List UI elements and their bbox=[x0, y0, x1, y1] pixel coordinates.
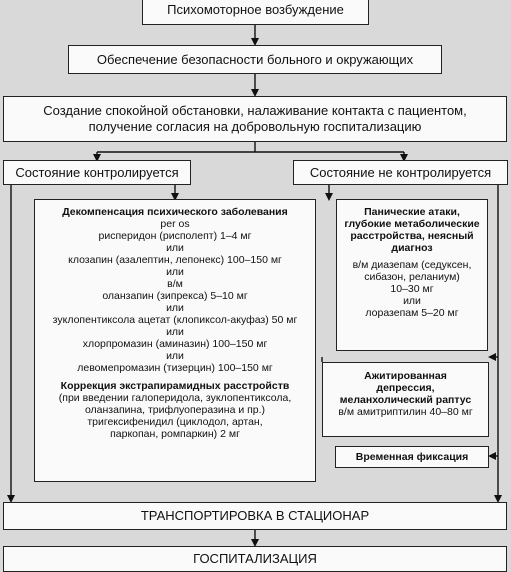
panic-attacks-panel: Панические атаки, глубокие метаболически… bbox=[336, 199, 488, 351]
drug-line: или bbox=[166, 242, 184, 254]
panic-heading-line: расстройства, неясный bbox=[350, 230, 474, 242]
correction-line: (при введении галоперидола, зуклопентикс… bbox=[58, 392, 292, 404]
drug-line: левомепромазин (тизерцин) 100–150 мг bbox=[77, 362, 273, 374]
panic-drug-line: сибазон, реланиум) bbox=[364, 271, 460, 283]
state-controlled-box: Состояние контролируется bbox=[3, 160, 191, 185]
decompensation-panel: Декомпенсация психического заболевания p… bbox=[34, 199, 316, 482]
drug-line: клозапин (азалептин, лепонекс) 100–150 м… bbox=[68, 254, 282, 266]
transport-label: ТРАНСПОРТИРОВКА В СТАЦИОНАР bbox=[140, 508, 370, 523]
depression-heading-line: меланхолический раптус bbox=[339, 394, 472, 406]
drug-line: per os bbox=[160, 218, 190, 230]
state-controlled-label: Состояние контролируется bbox=[15, 165, 179, 180]
drug-line: в/м bbox=[167, 278, 183, 290]
calm-contact-box: Создание спокойной обстановки, налаживан… bbox=[3, 96, 507, 142]
transport-box: ТРАНСПОРТИРОВКА В СТАЦИОНАР bbox=[3, 502, 507, 530]
temporary-fixation-box: Временная фиксация bbox=[335, 446, 489, 468]
panic-drug-line: 10–30 мг bbox=[390, 283, 434, 295]
drug-line: оланзапин (зипрекса) 5–10 мг bbox=[102, 290, 248, 302]
panic-drug-line: лоразепам 5–20 мг bbox=[365, 307, 459, 319]
state-not-controlled-box: Состояние не контролируется bbox=[293, 160, 508, 185]
state-not-controlled-label: Состояние не контролируется bbox=[309, 165, 492, 180]
decompensation-heading: Декомпенсация психического заболевания bbox=[62, 206, 288, 218]
drug-line: или bbox=[166, 350, 184, 362]
panic-drug-line: в/м диазепам (седуксен, bbox=[352, 259, 472, 271]
calm-contact-line-2: получение согласия на добровольную госпи… bbox=[88, 119, 422, 134]
panic-drug-line: или bbox=[403, 295, 421, 307]
safety-box: Обеспечение безопасности больного и окру… bbox=[68, 45, 442, 74]
agitated-depression-panel: Ажитированная депрессия, меланхолический… bbox=[322, 362, 489, 437]
depression-heading-line: депрессия, bbox=[376, 382, 435, 394]
correction-line: оланзапина, трифлуоперазина и пр.) bbox=[84, 404, 266, 416]
drug-line: или bbox=[166, 266, 184, 278]
correction-line: паркопан, ромпаркин) 2 мг bbox=[110, 428, 240, 440]
drug-line: рисперидон (рисполепт) 1–4 мг bbox=[98, 230, 252, 242]
drug-line: или bbox=[166, 302, 184, 314]
hospitalization-label: ГОСПИТАЛИЗАЦИЯ bbox=[193, 551, 317, 566]
psychomotor-agitation-label: Психомоторное возбуждение bbox=[167, 2, 344, 17]
depression-heading-line: Ажитированная bbox=[364, 370, 447, 382]
panic-heading-line: Панические атаки, bbox=[364, 206, 460, 218]
drug-line: хлорпромазин (аминазин) 100–150 мг bbox=[82, 338, 268, 350]
panic-heading-line: глубокие метаболические bbox=[344, 218, 480, 230]
calm-contact-line-1: Создание спокойной обстановки, налаживан… bbox=[43, 103, 467, 118]
drug-line: зуклопентиксола ацетат (клопиксол-акуфаз… bbox=[52, 314, 298, 326]
correction-line: тригексифенидил (циклодол, артан, bbox=[87, 416, 263, 428]
extrapyramidal-heading: Коррекция экстрапирамидных расстройств bbox=[60, 380, 290, 392]
panic-heading-line: диагноз bbox=[391, 242, 433, 254]
psychomotor-agitation-box: Психомоторное возбуждение bbox=[142, 0, 369, 25]
depression-drug-line: в/м амитриптилин 40–80 мг bbox=[338, 406, 473, 418]
temporary-fixation-label: Временная фиксация bbox=[355, 451, 469, 463]
safety-label: Обеспечение безопасности больного и окру… bbox=[96, 52, 414, 67]
hospitalization-box: ГОСПИТАЛИЗАЦИЯ bbox=[3, 546, 507, 572]
drug-line: или bbox=[166, 326, 184, 338]
